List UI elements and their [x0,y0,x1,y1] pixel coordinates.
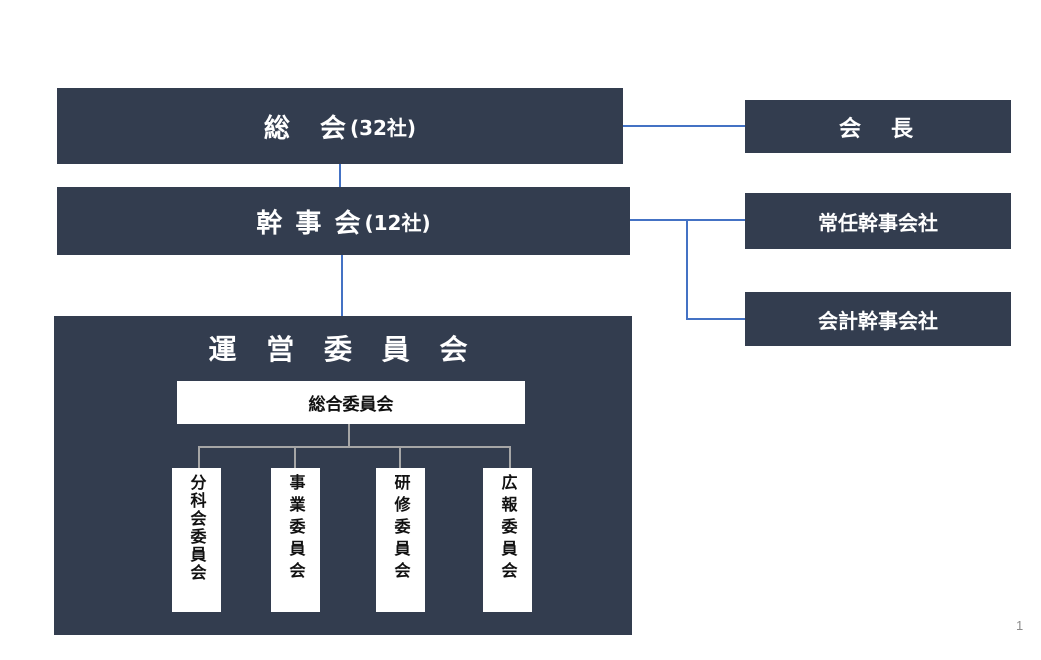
tree-trunk [348,424,350,447]
chairman-box: 会 長 [745,100,1011,153]
board-label: 幹 事 会 [256,208,363,239]
standing-secretary-label: 常任幹事会社 [818,210,938,235]
general-committee-box: 総合委員会 [177,381,525,424]
standing-secretary-box: 常任幹事会社 [745,193,1011,249]
tree-branch-4 [509,446,511,468]
subcommittee-bunkakai: 分科会委員会 [172,468,221,612]
chairman-label: 会 長 [838,116,917,142]
connector-to-accounting [686,318,746,320]
tree-branch-2 [294,446,296,468]
subcommittee-koho: 広報委員会 [483,468,532,612]
general-meeting-label: 総 会 [263,113,348,144]
connector-general-to-chairman [622,125,746,127]
subcommittee-label: 事業委員会 [286,474,306,584]
subcommittee-label: 分科会委員会 [187,474,207,582]
page-number: 1 [1016,618,1024,633]
steering-committee-title: 運 営 委 員 会 [208,333,478,366]
general-committee-label: 総合委員会 [308,395,394,415]
connector-general-to-board [339,163,341,188]
general-meeting-box: 総 会(32社) [57,88,623,164]
subcommittee-kenshu: 研修委員会 [376,468,425,612]
general-meeting-count: (32社) [349,115,417,140]
tree-branch-1 [198,446,200,468]
board-count: (12社) [364,210,431,235]
steering-committee-box: 運 営 委 員 会 [54,316,632,635]
board-box: 幹 事 会(12社) [57,187,630,255]
connector-secretary-branch [686,219,688,320]
subcommittee-label: 研修委員会 [391,474,411,584]
subcommittee-label: 広報委員会 [498,474,518,584]
accounting-secretary-label: 会計幹事会社 [818,308,938,333]
accounting-secretary-box: 会計幹事会社 [745,292,1011,346]
tree-bar [198,446,511,448]
connector-board-to-steering [341,255,343,317]
subcommittee-jigyo: 事業委員会 [271,468,320,612]
tree-branch-3 [399,446,401,468]
